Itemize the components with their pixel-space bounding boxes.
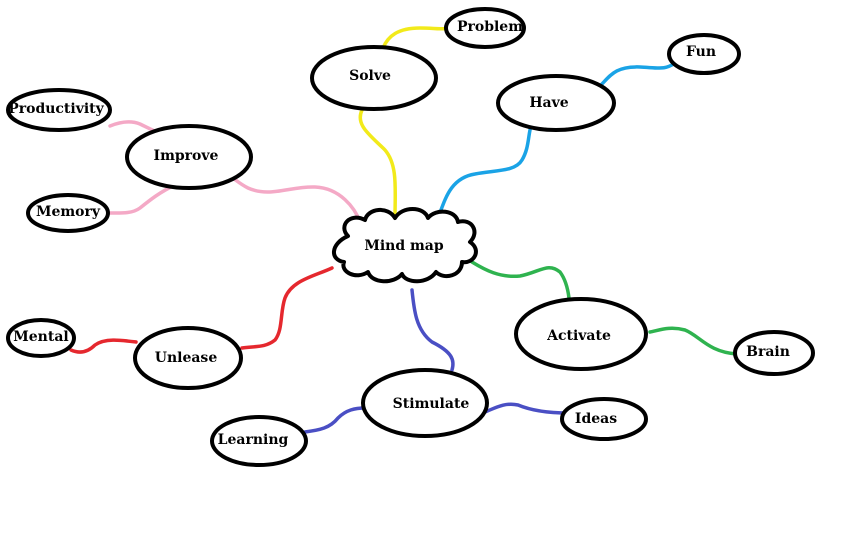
link-center-solve (358, 108, 398, 220)
node-have-label: Have (529, 95, 568, 111)
center-cloud-shape (332, 207, 478, 284)
node-learning: Learning (210, 415, 308, 467)
node-improve: Improve (125, 124, 253, 190)
node-unlease: Unlease (133, 326, 243, 390)
node-brain: Brain (733, 330, 815, 376)
link-center-unlease (240, 266, 334, 350)
link-stimulate-ideas (483, 402, 570, 415)
node-memory-label: Memory (36, 204, 101, 220)
node-fun-label: Fun (686, 44, 716, 60)
node-mental-label: Mental (13, 329, 68, 345)
node-have: Have (496, 74, 616, 132)
link-center-activate (470, 260, 571, 300)
node-improve-label: Improve (154, 148, 219, 164)
node-productivity-label: Productivity (8, 101, 104, 117)
link-solve-problem (381, 26, 452, 50)
link-center-have (436, 128, 532, 220)
node-memory: Memory (26, 193, 110, 233)
node-activate: Activate (514, 297, 648, 371)
link-center-stimulate (410, 288, 455, 372)
link-center-improve (228, 174, 362, 224)
node-productivity: Productivity (6, 88, 112, 132)
node-problem: Problem (444, 7, 526, 49)
link-have-fun (598, 61, 677, 88)
link-improve-memory (107, 183, 177, 215)
node-unlease-label: Unlease (155, 350, 218, 366)
node-brain-label: Brain (746, 344, 790, 360)
node-problem-label: Problem (457, 19, 523, 35)
node-solve: Solve (310, 45, 438, 111)
node-activate-label: Activate (546, 328, 611, 344)
link-unlease-mental (69, 338, 138, 354)
link-improve-productivity (108, 120, 159, 134)
node-ideas-label: Ideas (575, 411, 617, 427)
link-stimulate-learning (303, 406, 367, 434)
node-ideas: Ideas (560, 397, 648, 441)
node-stimulate-label: Stimulate (393, 396, 470, 412)
node-fun: Fun (667, 33, 741, 75)
node-stimulate: Stimulate (361, 368, 489, 438)
link-activate-brain (648, 326, 739, 356)
node-mental: Mental (6, 318, 76, 358)
node-learning-label: Learning (218, 432, 289, 448)
node-solve-label: Solve (349, 68, 391, 84)
center-label: Mind map (364, 238, 444, 254)
